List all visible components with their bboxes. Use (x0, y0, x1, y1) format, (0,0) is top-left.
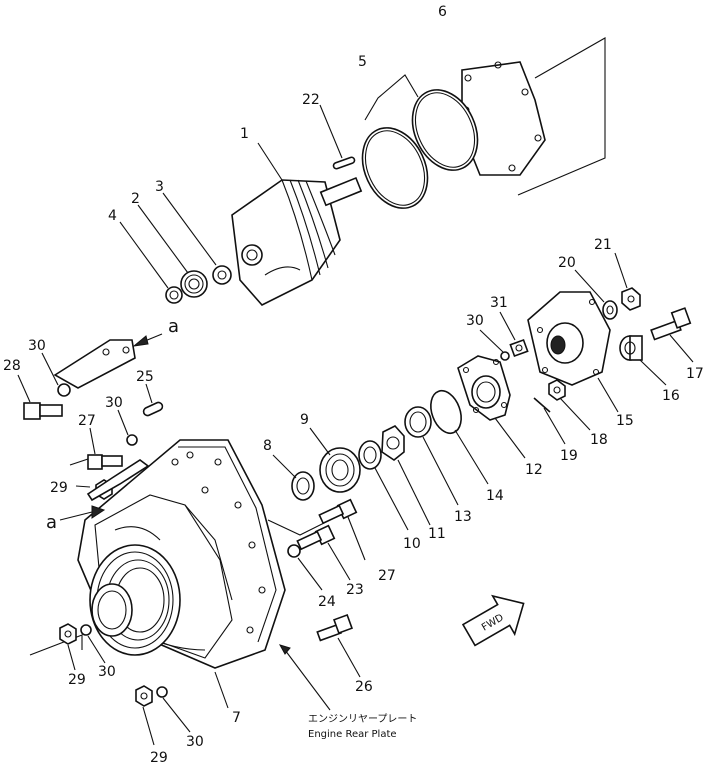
label-part-30-a: 30 (28, 338, 46, 354)
label-part-15: 15 (616, 413, 634, 429)
washer-part-10 (358, 440, 382, 470)
washer-part-30-d (80, 624, 92, 636)
nut-part-18 (548, 379, 566, 401)
label-part-11: 11 (428, 526, 446, 542)
washer-part-3 (212, 265, 232, 285)
label-part-14: 14 (486, 488, 504, 504)
washer-part-20 (602, 300, 618, 320)
pin-part-19 (533, 397, 551, 413)
label-part-29-a: 29 (50, 480, 68, 496)
washer-part-30-a (57, 383, 71, 397)
label-part-18: 18 (590, 432, 608, 448)
label-part-28: 28 (3, 358, 21, 374)
label-part-9: 9 (300, 412, 309, 428)
gasket-part-6 (461, 61, 546, 176)
label-part-10: 10 (403, 536, 421, 552)
nut-part-21 (621, 287, 641, 311)
label-part-7: 7 (232, 710, 241, 726)
housing-part-7 (77, 439, 286, 669)
o-ring-part-14 (430, 389, 462, 435)
label-part-3: 3 (155, 179, 164, 195)
label-part-27-b: 27 (378, 568, 396, 584)
washer-part-30-b (126, 434, 138, 446)
bearing-part-2 (180, 270, 208, 298)
bolt-part-27-right (318, 498, 358, 525)
impeller-part-1 (231, 176, 363, 306)
fwd-arrow-icon (461, 594, 525, 647)
label-part-4: 4 (108, 208, 117, 224)
label-part-8: 8 (263, 438, 272, 454)
retainer-part-12 (457, 355, 511, 421)
bracket-top (53, 339, 136, 389)
label-part-19: 19 (560, 448, 578, 464)
note-engine-rear-plate-en: Engine Rear Plate (308, 729, 397, 740)
label-part-30-b: 30 (105, 395, 123, 411)
label-part-6: 6 (438, 4, 447, 20)
collar-part-16 (619, 335, 643, 361)
label-part-17: 17 (686, 366, 704, 382)
washer-part-30-c (500, 351, 510, 361)
bearing-part-13 (404, 406, 432, 438)
label-ref-a-bottom: a (46, 512, 57, 533)
o-rings-part-5 (361, 89, 479, 209)
seal-part-8 (291, 471, 315, 501)
label-part-29-b: 29 (68, 672, 86, 688)
lock-nut-part-11 (381, 425, 405, 461)
label-part-25: 25 (136, 369, 154, 385)
snap-ring-part-4 (165, 286, 183, 304)
label-part-22: 22 (302, 92, 320, 108)
nut-part-29-low (135, 685, 153, 707)
washer-part-24 (287, 544, 301, 558)
bolt-part-17 (650, 307, 692, 341)
label-part-20: 20 (558, 255, 576, 271)
label-part-1: 1 (240, 126, 249, 142)
washer-part-30-e (156, 686, 168, 698)
note-engine-rear-plate-jp: エンジンリヤープレート (308, 713, 417, 725)
label-part-13: 13 (454, 509, 472, 525)
nut-part-29-mid (59, 623, 77, 645)
label-part-16: 16 (662, 388, 680, 404)
bolt-part-27-left (87, 454, 123, 470)
label-part-30-d: 30 (186, 734, 204, 750)
bolt-part-26 (316, 614, 353, 642)
label-part-2: 2 (131, 191, 140, 207)
label-part-27-a: 27 (78, 413, 96, 429)
label-part-24: 24 (318, 594, 336, 610)
label-part-29-c: 29 (150, 750, 168, 764)
label-part-23: 23 (346, 582, 364, 598)
pin-part-25 (142, 401, 164, 417)
nut-part-31 (509, 338, 529, 358)
label-part-21: 21 (594, 237, 612, 253)
label-part-30-c: 30 (98, 664, 116, 680)
label-part-30-e: 30 (466, 313, 484, 329)
label-part-26: 26 (355, 679, 373, 695)
key-part-22 (332, 156, 356, 170)
label-part-5: 5 (358, 54, 367, 70)
bearing-part-9 (319, 447, 361, 493)
flange-part-15 (527, 291, 611, 386)
bolt-part-28 (23, 402, 63, 420)
bolt-part-23 (296, 524, 336, 551)
label-part-31: 31 (490, 295, 508, 311)
label-part-12: 12 (525, 462, 543, 478)
label-ref-a-top: a (168, 316, 179, 337)
